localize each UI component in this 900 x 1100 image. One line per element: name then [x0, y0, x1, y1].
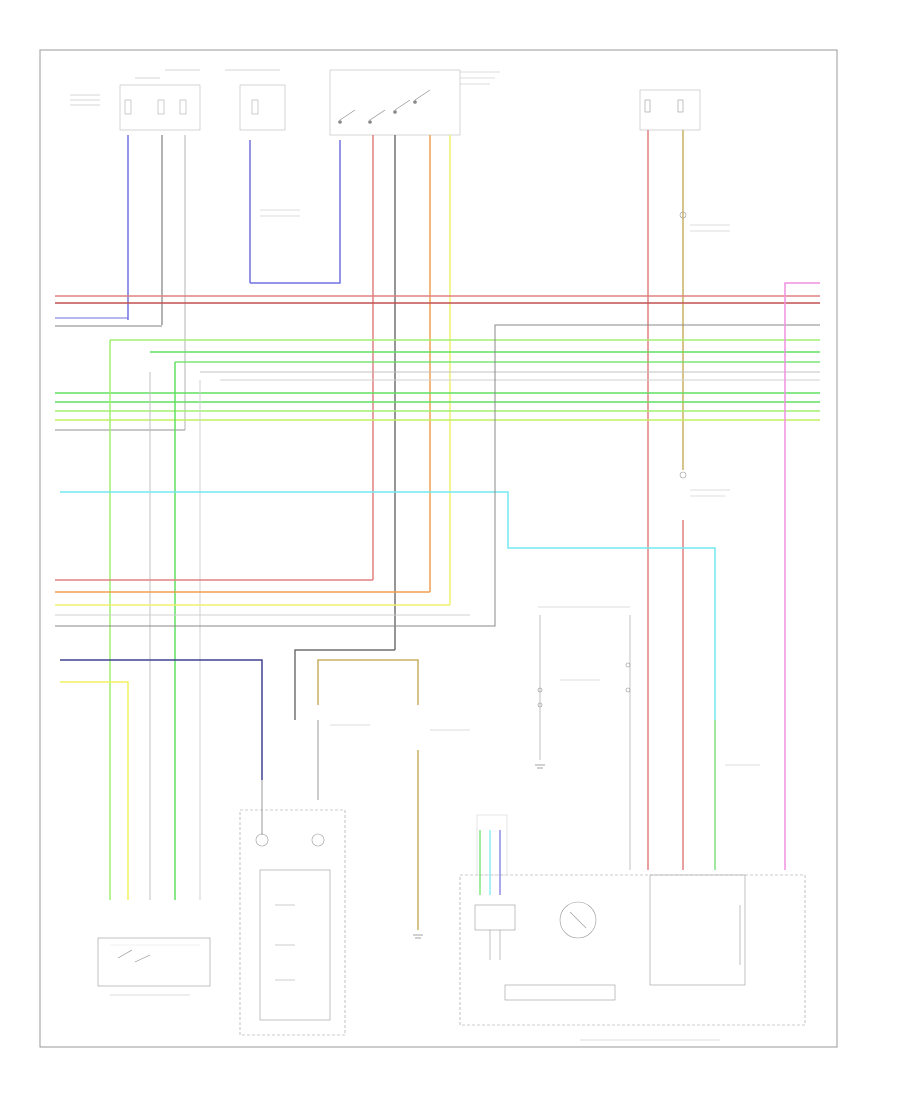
ground-icon [679, 211, 687, 479]
wire-tan-loop [317, 659, 419, 705]
diagram-frame [39, 49, 838, 1048]
ground-icon [413, 764, 545, 939]
ignition-switch [329, 69, 461, 136]
connector-icon [476, 814, 508, 895]
bus-wires [55, 295, 820, 431]
label-placeholders [110, 71, 760, 1041]
fuse-icon [124, 99, 259, 115]
module-left [239, 809, 346, 1036]
bottom-left-switch [97, 937, 211, 987]
fuse-labels [70, 69, 280, 106]
mid-wires [55, 326, 496, 627]
wire-blue-loop [250, 140, 341, 284]
wire-black-drop [294, 649, 395, 720]
switch-icon [537, 606, 631, 870]
wire-yellow-bottom [60, 681, 129, 900]
motor-icon [559, 901, 597, 939]
fuse-box-top-right [639, 89, 701, 131]
fuse-box-top-left [70, 69, 286, 131]
wire-cyan [60, 491, 716, 720]
wire-pink-right [784, 282, 820, 870]
instrument-cluster [459, 874, 806, 1026]
wire-navy [60, 659, 263, 780]
